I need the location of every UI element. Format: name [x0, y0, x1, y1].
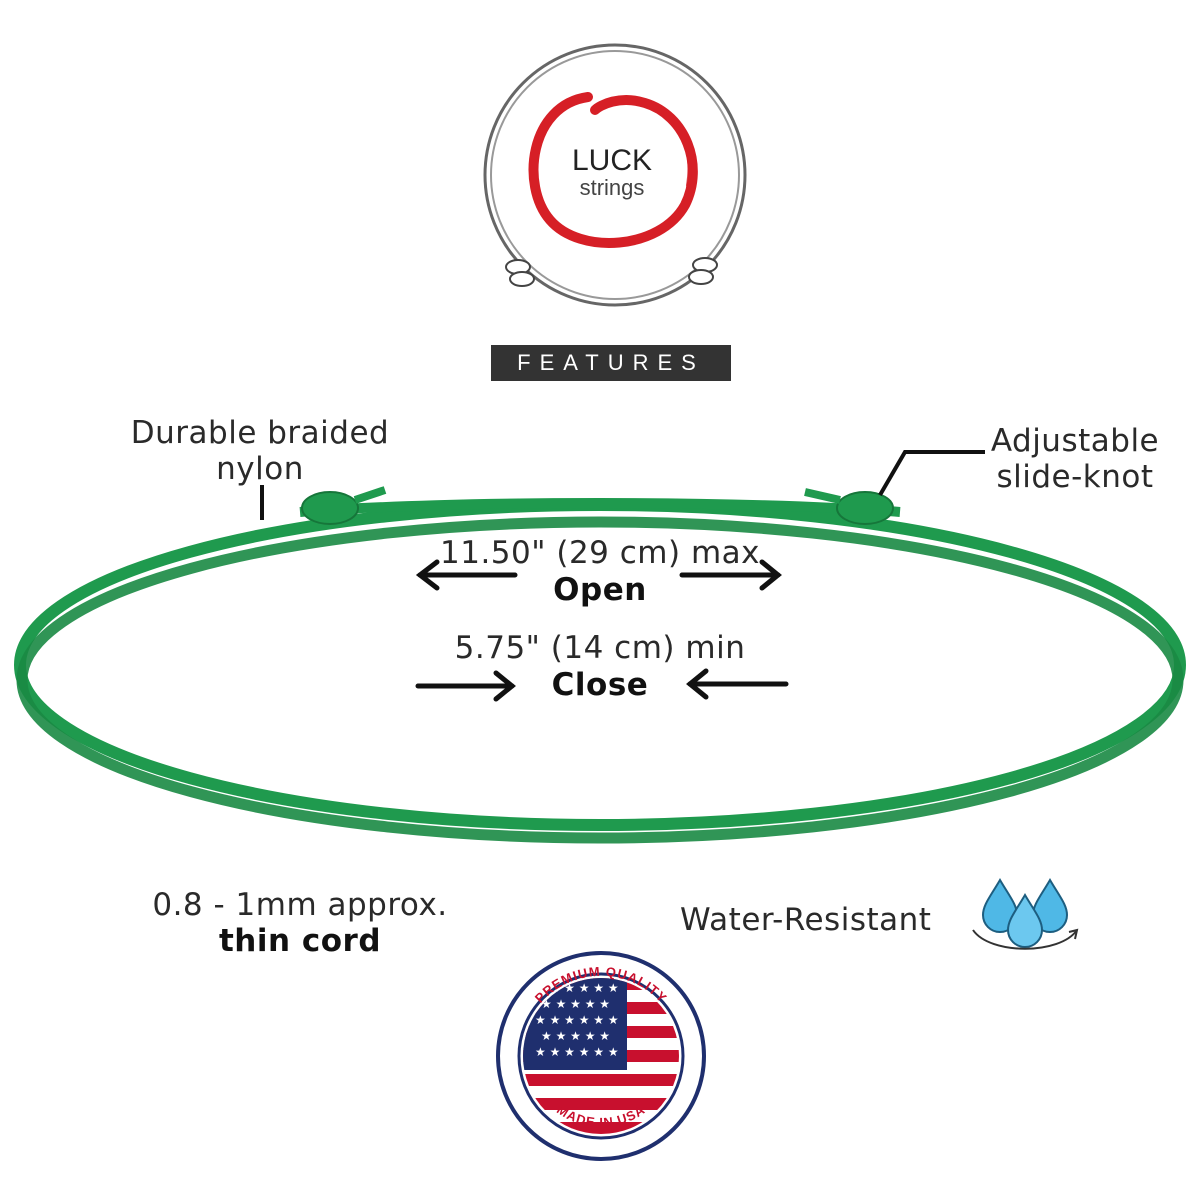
thickness-feature: 0.8 - 1mm approx. thin cord: [130, 887, 470, 959]
slide-knot-right: [804, 488, 894, 525]
svg-text:★ ★ ★ ★ ★ ★: ★ ★ ★ ★ ★ ★: [535, 1045, 619, 1059]
logo-text-strings: strings: [580, 175, 645, 200]
luck-strings-logo: LUCK strings: [483, 43, 747, 307]
logo-knot-right: [688, 257, 718, 285]
thickness-line1: 0.8 - 1mm approx.: [152, 887, 448, 923]
close-measure: 5.75" (14 cm) min: [454, 630, 746, 666]
open-measure: 11.50" (29 cm) max: [440, 535, 760, 571]
arrow-open-left: [415, 559, 518, 591]
logo-knot-left: [505, 259, 535, 287]
water-resistant-label: Water-Resistant: [680, 902, 932, 938]
open-label: Open: [553, 572, 647, 608]
knot-callout-line1: Adjustable: [990, 423, 1160, 459]
features-banner: FEATURES: [491, 345, 731, 381]
knot-callout-line2: slide-knot: [996, 459, 1154, 495]
svg-text:★ ★ ★ ★ ★ ★: ★ ★ ★ ★ ★ ★: [535, 1013, 619, 1027]
arrow-close-right: [686, 668, 789, 700]
water-drops-icon: [972, 878, 1079, 950]
arrow-close-left: [415, 670, 516, 702]
material-callout: Durable braided nylon: [110, 415, 410, 487]
material-callout-line1: Durable braided: [130, 415, 390, 451]
slide-knot-left: [301, 486, 387, 525]
material-callout-line2: nylon: [216, 451, 304, 487]
svg-text:★ ★ ★ ★ ★: ★ ★ ★ ★ ★: [541, 1029, 610, 1043]
knot-callout: Adjustable slide-knot: [970, 423, 1180, 495]
svg-text:★ ★ ★ ★ ★: ★ ★ ★ ★ ★: [541, 997, 610, 1011]
made-in-usa-badge: ★ ★ ★ ★ ★ ★ ★ ★ ★ ★ ★ ★ ★ ★ ★ ★ ★ ★ ★ ★ …: [496, 951, 706, 1161]
close-label: Close: [551, 667, 649, 703]
callout-line-knot: [878, 450, 985, 497]
thickness-line2: thin cord: [218, 923, 382, 959]
arrow-open-right: [679, 559, 782, 591]
logo-text-luck: LUCK: [572, 144, 652, 177]
